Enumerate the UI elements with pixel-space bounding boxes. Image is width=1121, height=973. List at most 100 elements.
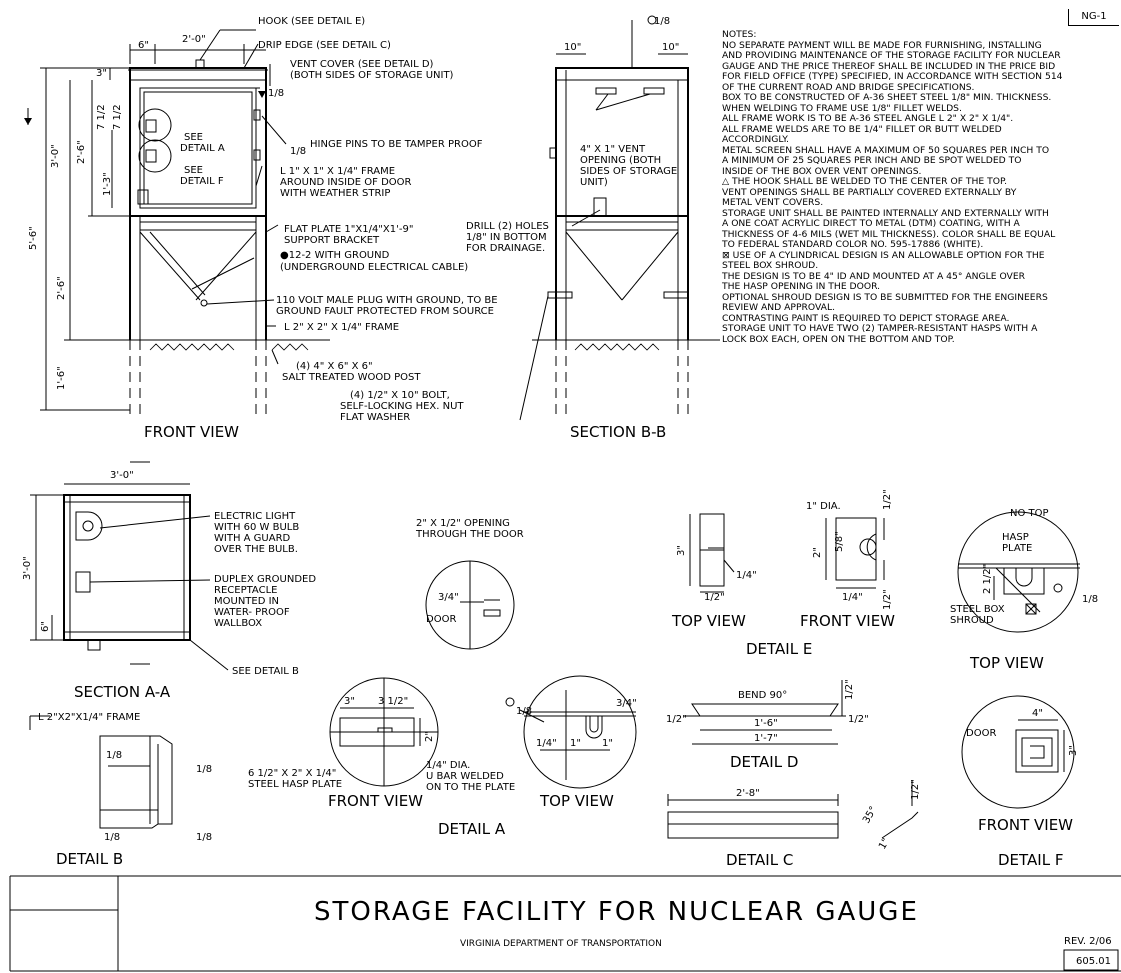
callout-light-2: WITH 60 W BULB	[214, 522, 299, 533]
title-block	[9, 875, 1121, 972]
callout-cable-1: ●12-2 WITH GROUND	[280, 250, 390, 261]
callout-vent-opening-3: SIDES OF STORAGE	[580, 166, 677, 177]
weld-18-a: 1/8	[268, 88, 284, 99]
note-line: ALL FRAME WORK IS TO BE A-36 STEEL ANGLE…	[722, 113, 1014, 124]
dim-12-d-left: 1/2"	[666, 714, 687, 725]
detail-b	[29, 715, 173, 829]
note-line: LOCK BOX EACH, OPEN ON THE BOTTOM AND TO…	[722, 333, 955, 345]
notes-block: NOTES:NO SEPARATE PAYMENT WILL BE MADE F…	[722, 29, 1118, 430]
title-block-text: STORAGE FACILITY FOR NUCLEAR GAUGE VIRGI…	[314, 897, 1112, 967]
dim-1in-b: 1"	[602, 738, 613, 749]
note-line: ⊠ USE OF A CYLINDRICAL DESIGN IS AN ALLO…	[722, 249, 1045, 261]
callout-hasp-1: 6 1/2" X 2" X 1/4"	[248, 768, 336, 779]
callout-bolt-1: (4) 1/2" X 10" BOLT,	[350, 390, 450, 401]
dim-14-e2: 1/4"	[842, 592, 863, 603]
note-line: CONTRASTING PAINT IS REQUIRED TO DEPICT …	[722, 312, 1010, 324]
label-top-view-e: TOP VIEW	[671, 612, 746, 630]
dim-14-top: 1/4"	[536, 738, 557, 749]
dim-2ft8: 2'-8"	[736, 788, 760, 799]
note-line: A MINIMUM OF 25 SQUARES PER INCH AND BE …	[722, 155, 1022, 166]
dim-10in-b: 10"	[662, 42, 679, 53]
note-line: BOX TO BE CONSTRUCTED OF A-36 SHEET STEE…	[722, 92, 1052, 103]
callout-door-a: DOOR	[426, 614, 456, 625]
dim-2ft6-box: 2'-6"	[76, 140, 87, 164]
callout-door-f: DOOR	[966, 728, 996, 739]
callout-see-a-2: DETAIL A	[180, 143, 225, 154]
dim-1in-c: 1"	[877, 837, 892, 852]
label-detail-e: DETAIL E	[746, 640, 812, 658]
callout-bend: BEND 90°	[738, 690, 787, 701]
callout-hasp-f-2: PLATE	[1002, 543, 1032, 554]
callout-opening-1: 2" X 1/2" OPENING	[416, 518, 510, 529]
revision-label: REV. 2/06	[1064, 936, 1112, 947]
detail-c	[667, 780, 919, 839]
callout-shroud-1: STEEL BOX	[950, 604, 1005, 615]
callout-frame-b: L 2"X2"X1/4" FRAME	[38, 712, 140, 723]
dim-14-e: 1/4"	[736, 570, 757, 581]
label-front-view: FRONT VIEW	[144, 423, 239, 441]
dim-3in: 3"	[96, 68, 107, 79]
callout-hook: HOOK (SEE DETAIL E)	[258, 16, 365, 27]
note-line: STORAGE UNIT SHALL BE PAINTED INTERNALLY…	[722, 207, 1049, 219]
weld-18-i: 1/8	[196, 832, 212, 843]
dim-2in-e: 2"	[812, 547, 823, 558]
dim-4in-f: 4"	[1032, 708, 1043, 719]
callout-plug-1: 110 VOLT MALE PLUG WITH GROUND, TO BE	[276, 295, 498, 306]
dim-3half: 3 1/2"	[378, 696, 408, 707]
label-front-view-a: FRONT VIEW	[328, 792, 423, 810]
dim-34-top: 3/4"	[616, 698, 637, 709]
note-line: THICKNESS OF 4-6 MILS (WET MIL THICKNESS…	[722, 228, 1056, 240]
callout-vent-1: VENT COVER (SEE DETAIL D)	[290, 59, 434, 70]
dim-12-d-top: 1/2"	[844, 679, 855, 700]
label-section-aa: SECTION A-A	[74, 683, 171, 701]
callout-recept-2: RECEPTACLE	[214, 585, 277, 596]
note-line: ACCORDINGLY.	[722, 134, 789, 145]
callout-no-top: NO TOP	[1010, 508, 1049, 519]
sheet-number: 605.01	[1076, 956, 1111, 967]
label-detail-b: DETAIL B	[56, 850, 123, 868]
callout-drill-3: FOR DRAINAGE.	[466, 243, 545, 254]
weld-18-b: 1/8	[290, 146, 306, 157]
callout-shroud-2: SHROUD	[950, 615, 994, 626]
note-line: OPTIONAL SHROUD DESIGN IS TO BE SUBMITTE…	[722, 291, 1048, 303]
dim-3ft: 3'-0"	[50, 144, 61, 168]
callout-see-b: SEE DETAIL B	[232, 666, 299, 677]
callout-plate-2: SUPPORT BRACKET	[284, 235, 380, 246]
callout-frame-l2: L 2" X 2" X 1/4" FRAME	[284, 322, 399, 333]
label-detail-d: DETAIL D	[730, 753, 798, 771]
callout-see-a-1: SEE	[184, 132, 203, 143]
weld-18-g: 1/8	[196, 764, 212, 775]
detail-a	[329, 560, 637, 789]
callout-plug-2: GROUND FAULT PROTECTED FROM SOURCE	[276, 306, 494, 317]
dim-6in: 6"	[138, 40, 149, 51]
note-line: AND PROVIDING MAINTENANCE OF THE STORAGE…	[722, 50, 1061, 61]
dim-1ft3: 1'-3"	[102, 172, 113, 196]
callout-drill-2: 1/8" IN BOTTOM	[466, 232, 547, 243]
note-line: A ONE COAT ACRYLIC DIRECT TO METAL (DTM)…	[722, 218, 1020, 229]
dimension-texts: 6" 2'-0" 3" 3'-0" 5'-6" 2'-6" 1'-3" 7 1/…	[22, 16, 1098, 852]
dim-34-a: 3/4"	[438, 592, 459, 603]
note-line: STEEL BOX SHROUD.	[722, 260, 819, 271]
callout-light-4: OVER THE BULB.	[214, 544, 298, 555]
callout-opening-2: THROUGH THE DOOR	[415, 529, 524, 540]
label-detail-c: DETAIL C	[726, 851, 793, 869]
note-line: △ THE HOOK SHALL BE WELDED TO THE CENTER…	[722, 176, 1008, 187]
callout-post-2: SALT TREATED WOOD POST	[282, 372, 421, 383]
front-view	[24, 44, 330, 420]
section-aa	[30, 461, 229, 671]
note-line: NOTES:	[722, 29, 757, 40]
callout-plate-1: FLAT PLATE 1"X1/4"X1'-9"	[284, 224, 413, 235]
callout-hasp-f-1: HASP	[1002, 532, 1029, 543]
drawing-subtitle: VIRGINIA DEPARTMENT OF TRANSPORTATION	[460, 939, 662, 949]
callout-light-3: WITH A GUARD	[214, 533, 291, 544]
callout-drip: DRIP EDGE (SEE DETAIL C)	[258, 40, 391, 51]
weld-18-c: 1/8	[654, 16, 670, 27]
callout-ubar-3: ON TO THE PLATE	[426, 782, 515, 793]
dim-2ft: 2'-0"	[182, 34, 206, 45]
detail-d	[684, 680, 846, 745]
note-line: THE HASP OPENING IN THE DOOR.	[722, 281, 881, 292]
dim-1ft6-d: 1'-6"	[754, 718, 778, 729]
note-line: WHEN WELDING TO FRAME USE 1/8" FILLET WE…	[722, 102, 962, 114]
callout-light-1: ELECTRIC LIGHT	[214, 511, 296, 522]
weld-18-e: 1/8	[1082, 594, 1098, 605]
